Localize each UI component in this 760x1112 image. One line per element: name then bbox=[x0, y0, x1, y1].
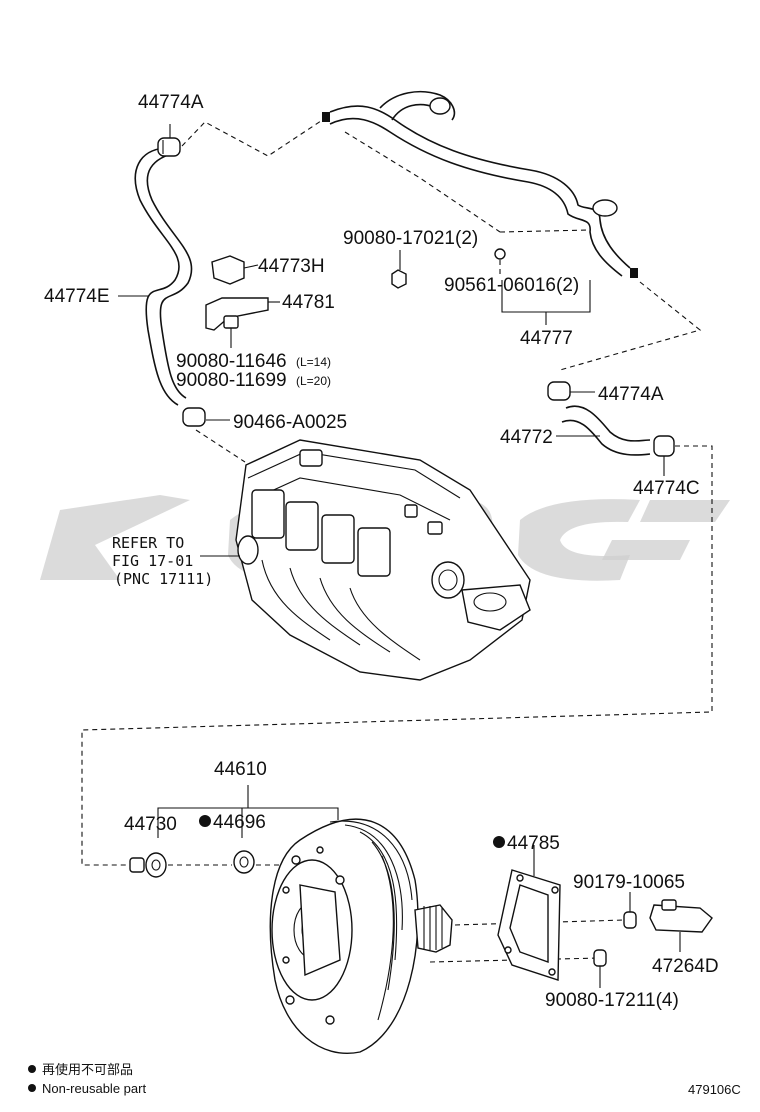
label-44730: 44730 bbox=[124, 814, 177, 835]
nut-90080-17211 bbox=[593, 949, 607, 988]
legend-text-en: Non-reusable part bbox=[42, 1081, 146, 1096]
bracket-44773H bbox=[211, 255, 259, 285]
label-44772: 44772 bbox=[500, 427, 553, 448]
label-44610: 44610 bbox=[214, 759, 267, 780]
refer-to-line1: REFER TO bbox=[112, 534, 184, 552]
clamp-44774C bbox=[653, 435, 675, 476]
label-90179-10065: 90179-10065 bbox=[573, 872, 685, 893]
label-90080-11699-note: (L=20) bbox=[296, 374, 331, 388]
label-90561-06016: 90561-06016(2) bbox=[444, 275, 579, 296]
clamp-44774A-mid bbox=[547, 381, 595, 401]
label-90466-A0025: 90466-A0025 bbox=[233, 412, 347, 433]
label-44777: 44777 bbox=[520, 328, 573, 349]
grommet-44696 bbox=[233, 850, 255, 874]
hose-44772 bbox=[556, 405, 651, 456]
legend-dot-cn bbox=[28, 1065, 36, 1073]
bolt-90080-11646 bbox=[223, 315, 239, 348]
label-90080-11646: 90080-11646 bbox=[176, 351, 287, 372]
refer-to-line2: FIG 17-01 bbox=[112, 552, 193, 570]
refer-to-line3: (PNC 17111) bbox=[114, 570, 213, 588]
label-44696: 44696 bbox=[213, 812, 266, 833]
valve-44730 bbox=[129, 852, 167, 878]
clevis-47264D bbox=[649, 899, 713, 952]
label-44785: 44785 bbox=[507, 833, 560, 854]
clip-90561-06016 bbox=[494, 248, 506, 275]
clamp-90466-A0025 bbox=[182, 407, 230, 427]
label-90080-11699: 90080-11699 bbox=[176, 370, 287, 391]
nut-90080-17021 bbox=[391, 250, 407, 289]
non-reusable-dot-44785 bbox=[493, 836, 505, 848]
label-44774E: 44774E bbox=[44, 286, 110, 307]
label-90080-17211: 90080-17211(4) bbox=[545, 990, 679, 1011]
nut-90179-10065 bbox=[623, 892, 637, 929]
clamp-44774A-top bbox=[157, 124, 181, 157]
label-44774A-mid: 44774A bbox=[598, 384, 664, 405]
label-90080-11646-note: (L=14) bbox=[296, 355, 331, 369]
brake-booster-44610 bbox=[269, 818, 453, 1054]
figure-code: 479106C bbox=[688, 1082, 741, 1097]
intake-manifold bbox=[235, 439, 531, 681]
label-90080-17021: 90080-17021(2) bbox=[343, 228, 478, 249]
legend-dot-en bbox=[28, 1084, 36, 1092]
label-44773H: 44773H bbox=[258, 256, 325, 277]
label-44774C: 44774C bbox=[633, 478, 700, 499]
legend-text-cn: 再使用不可部品 bbox=[42, 1062, 133, 1077]
hose-44777 bbox=[322, 90, 638, 278]
label-44774A-top: 44774A bbox=[138, 92, 204, 113]
bracket-44781 bbox=[205, 297, 280, 331]
hose-44774E bbox=[134, 147, 193, 406]
gasket-44785 bbox=[497, 845, 561, 981]
label-47264D: 47264D bbox=[652, 956, 719, 977]
label-44781: 44781 bbox=[282, 292, 335, 313]
non-reusable-dot-44696 bbox=[199, 815, 211, 827]
